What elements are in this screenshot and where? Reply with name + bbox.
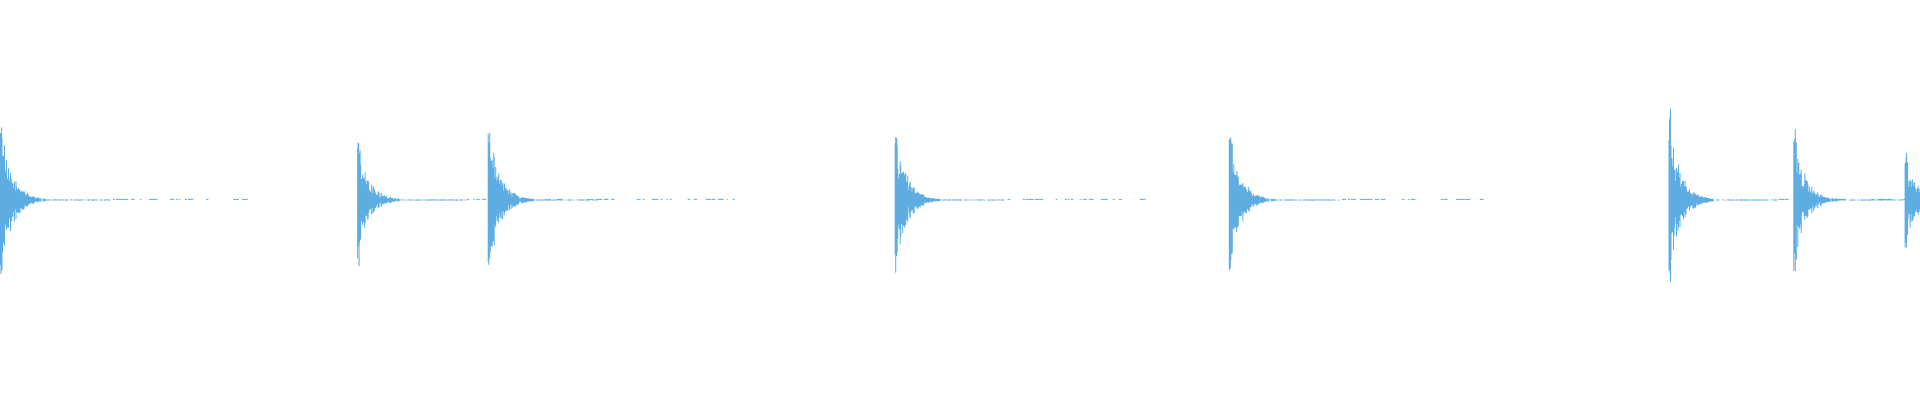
waveform-transient-4 — [894, 137, 1146, 273]
waveform-transient-5 — [1228, 137, 1484, 271]
waveform-transient-3 — [487, 133, 735, 265]
waveform-transient-1 — [0, 127, 248, 274]
waveform-transient-2 — [357, 142, 614, 267]
waveform-transient-7 — [1793, 129, 1920, 272]
waveform-transient-6 — [1668, 108, 1920, 282]
waveform-transient-8 — [1904, 152, 1920, 248]
